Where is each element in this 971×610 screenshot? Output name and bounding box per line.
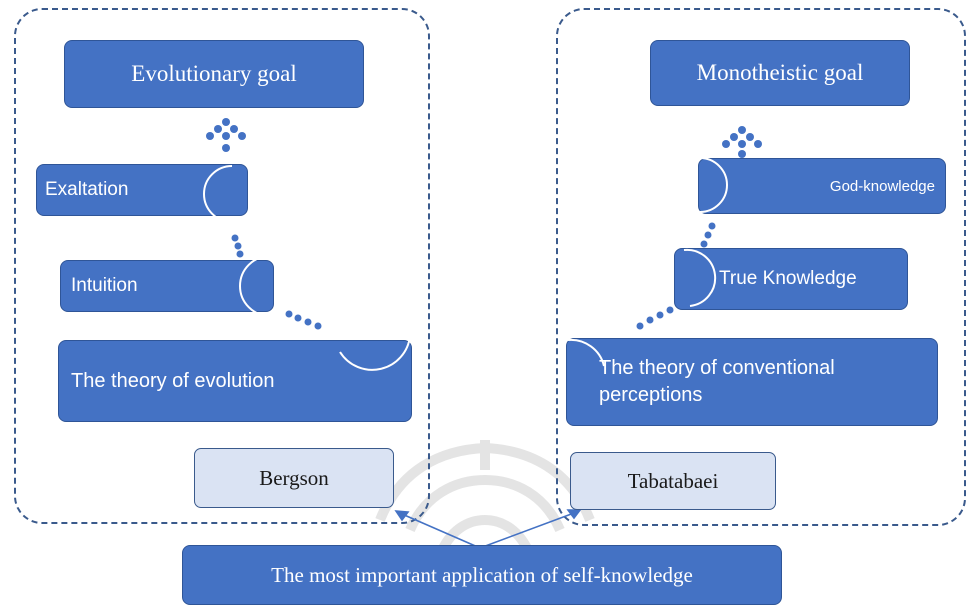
self-knowledge-box: The most important application of self-k… [182,545,782,605]
bergson-label: Bergson [194,448,394,508]
theory-of-evolution-box: The theory of evolution [58,340,412,422]
tabatabaei-group [556,8,966,526]
monotheistic-goal-label: Monotheistic goal [696,60,864,85]
intuition-label: Intuition [71,275,138,296]
conventional-perceptions-box: The theory of conventional perceptions [566,338,938,426]
dot-cluster-right [722,126,762,158]
conventional-perceptions-label: The theory of conventional perceptions [599,357,835,406]
evolutionary-goal-label: Evolutionary goal [131,61,297,86]
intuition-box: Intuition [60,260,274,312]
god-knowledge-box: God-knowledge [698,158,946,214]
tabatabaei-label: Tabatabaei [570,452,776,510]
exaltation-label: Exaltation [45,179,129,200]
bergson-name: Bergson [259,465,329,490]
bergson-group [14,8,430,524]
theory-of-evolution-label: The theory of evolution [71,369,275,392]
dot-path-left [231,234,322,330]
god-knowledge-label: God-knowledge [829,177,935,195]
evolutionary-goal-box: Evolutionary goal [64,40,364,108]
dot-path-right [636,222,716,330]
monotheistic-goal-box: Monotheistic goal [650,40,910,106]
self-knowledge-label: The most important application of self-k… [271,562,693,587]
dot-cluster-left [206,118,246,152]
arrows [394,509,582,549]
tabatabaei-name: Tabatabaei [627,468,719,493]
true-knowledge-box: True Knowledge [674,248,908,310]
true-knowledge-label: True Knowledge [719,268,857,289]
